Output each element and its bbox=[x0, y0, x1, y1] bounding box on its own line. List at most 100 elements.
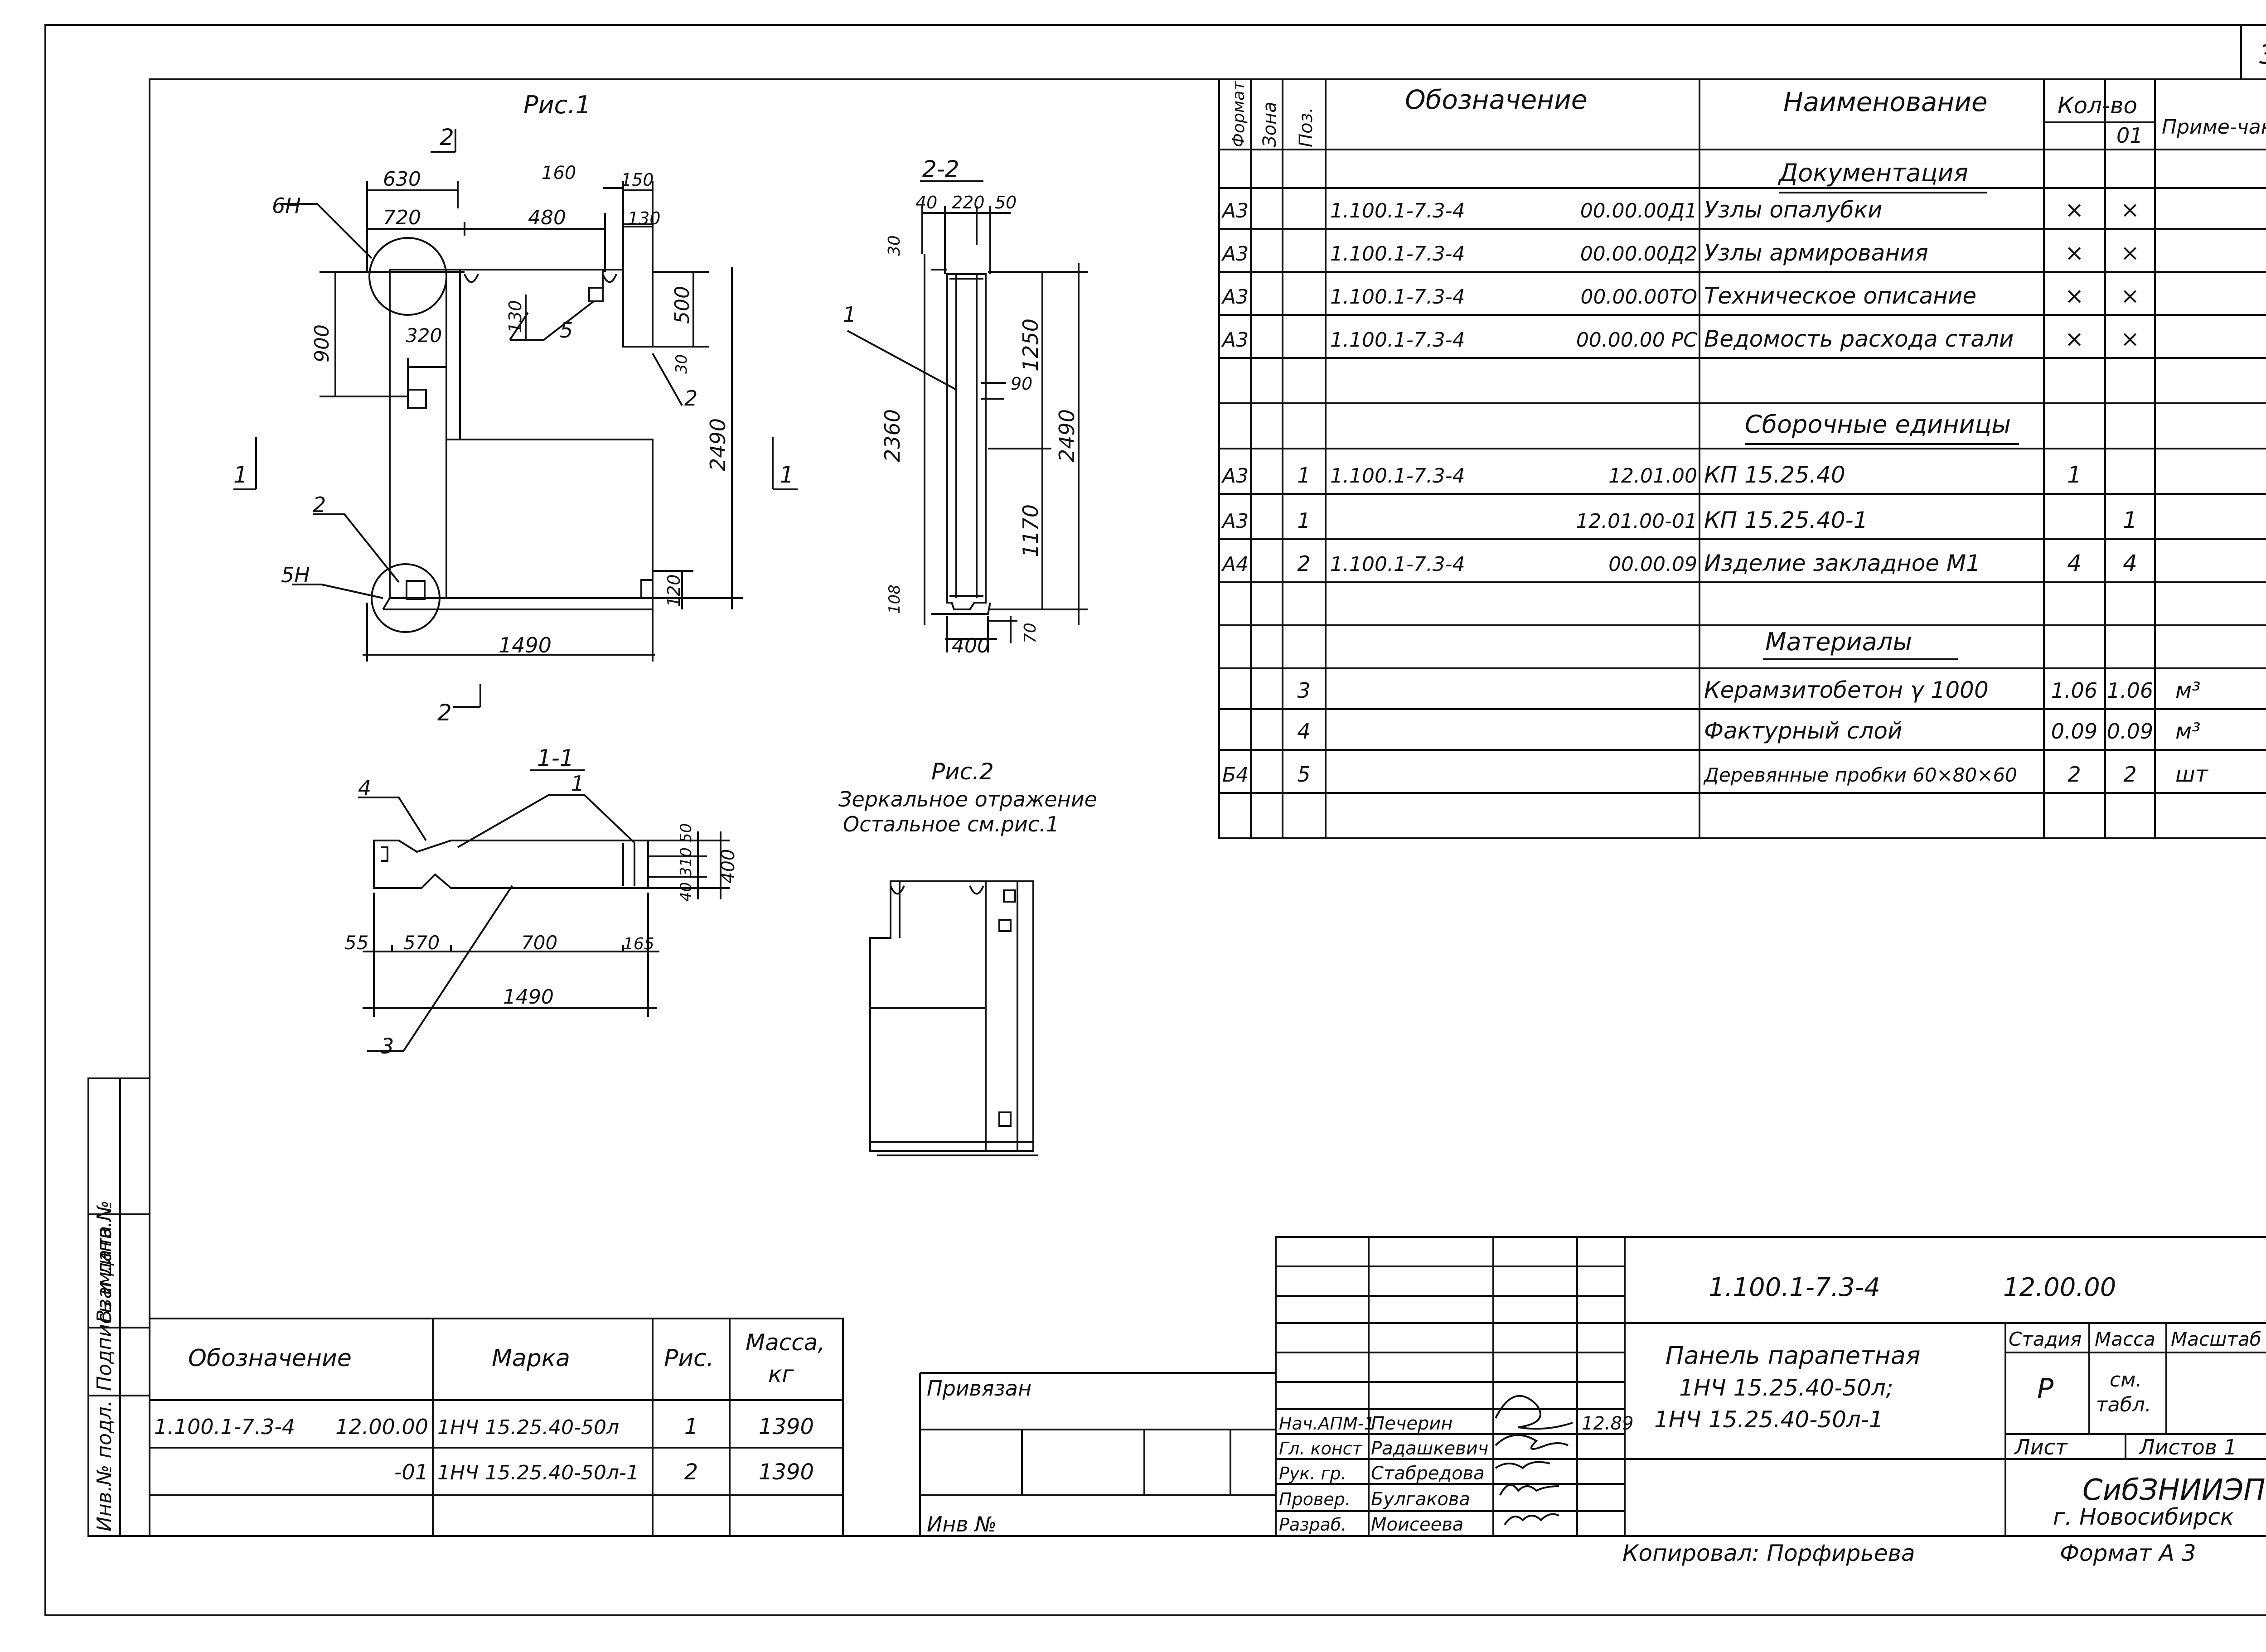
left-strip-grid bbox=[88, 1078, 150, 1536]
sec22-dim-90: 90 bbox=[1011, 374, 1032, 394]
mark-h-mark: Марка bbox=[492, 1345, 570, 1372]
spec-cell-pos: 4 bbox=[1297, 719, 1310, 744]
title-copied: Копировал: Порфирьева bbox=[1622, 1540, 1915, 1566]
spec-cell-num: 00.00.00Д1 bbox=[1580, 199, 1697, 222]
sec22-dim-108: 108 bbox=[886, 584, 904, 614]
spec-cell-qty1: 0.09 bbox=[2051, 719, 2097, 744]
dim-900: 900 bbox=[310, 324, 334, 362]
sec11-dim-310: 310 bbox=[677, 847, 695, 877]
spec-cell-qty1: × bbox=[2065, 197, 2084, 223]
detail-circle-5n bbox=[371, 563, 441, 633]
sec22-dim-1250: 1250 bbox=[1018, 319, 1043, 372]
spec-cell-qty2: 2 bbox=[2123, 762, 2136, 787]
inner-frame bbox=[149, 78, 2266, 1537]
spec-cell-num: 00.00.00 РС bbox=[1576, 328, 1697, 352]
title-name-2: 1НЧ 15.25.40-50л; bbox=[1679, 1375, 1893, 1401]
sec22-dim-400: 400 bbox=[952, 634, 990, 657]
spec-cell-num: 12.01.00-01 bbox=[1576, 510, 1697, 533]
title-org-1: СибЗНИИЭП bbox=[2082, 1473, 2265, 1507]
spec-cell-qty2: 0.09 bbox=[2107, 719, 2153, 744]
spec-h-qty: Кол-во bbox=[2058, 92, 2137, 119]
sec11-label-3: 3 bbox=[381, 1034, 394, 1058]
staff-role: Нач.АПМ-1 bbox=[1279, 1414, 1375, 1434]
inv-repl-label: Взам.инв.№ bbox=[93, 1200, 116, 1323]
sec22-outline bbox=[946, 273, 987, 610]
spec-cell-pos: 3 bbox=[1297, 678, 1310, 703]
spec-cell-name: Деревянные пробки 60×80×60 bbox=[1703, 764, 2017, 786]
spec-table: Формат Зона Поз. Обозначение Наименовани… bbox=[1218, 78, 2266, 839]
dim-500: 500 bbox=[671, 286, 694, 324]
dim-150: 150 bbox=[621, 170, 654, 190]
spec-cell-qty1: 1 bbox=[2067, 462, 2082, 488]
embed-square-3 bbox=[588, 287, 604, 302]
dim-320: 320 bbox=[406, 324, 442, 347]
spec-cell-code: 1.100.1-7.3-4 bbox=[1330, 242, 1465, 266]
sec1-right-label: 1 bbox=[780, 462, 794, 488]
mark-cell-mark: 1НЧ 15.25.40-50л bbox=[437, 1416, 619, 1439]
mark-table-frame bbox=[149, 1318, 844, 1537]
mark-cell-num: 12.00.00 bbox=[335, 1415, 428, 1439]
staff-name: Булгакова bbox=[1371, 1489, 1470, 1510]
spec-cell-num: 00.00.00Д2 bbox=[1580, 242, 1697, 266]
dim-130: 130 bbox=[505, 300, 525, 333]
spec-cell-qty1: × bbox=[2065, 283, 2084, 309]
spec-h-pos: Поз. bbox=[1296, 107, 1317, 147]
mark-cell-num: -01 bbox=[394, 1460, 428, 1484]
title-mass-1: см. bbox=[2110, 1368, 2142, 1391]
signature-1 bbox=[1495, 1395, 1573, 1430]
spec-cell-note: м³ bbox=[2175, 719, 2200, 744]
spec-cell-name: КП 15.25.40 bbox=[1704, 462, 1845, 488]
spec-cell-format: А3 bbox=[1221, 199, 1249, 222]
section-1-left-marker bbox=[233, 437, 257, 490]
signature-2 bbox=[1495, 1434, 1569, 1450]
mark-h-mass-unit: кг bbox=[768, 1361, 794, 1387]
spec-cell-format: А3 bbox=[1221, 328, 1249, 352]
sec11-dim-570: 570 bbox=[403, 932, 440, 954]
spec-cell-code: 1.100.1-7.3-4 bbox=[1330, 285, 1465, 309]
spec-cell-format: А3 bbox=[1221, 285, 1249, 309]
top-right-block bbox=[622, 223, 654, 348]
label-5: 5 bbox=[560, 318, 573, 343]
sheet-number: 33 bbox=[2259, 39, 2266, 70]
title-mass-h: Масса bbox=[2095, 1328, 2155, 1350]
mark-cell-mass: 1390 bbox=[759, 1459, 814, 1485]
spec-h-name: Наименование bbox=[1783, 87, 1988, 117]
staff-name: Моисеева bbox=[1371, 1514, 1463, 1535]
sec22-dim-50: 50 bbox=[995, 193, 1017, 213]
spec-cell-format: А4 bbox=[1221, 553, 1249, 576]
staff-name: Печерин bbox=[1371, 1413, 1453, 1434]
spec-cell-code: 1.100.1-7.3-4 bbox=[1330, 199, 1465, 222]
sec22-dim-2360: 2360 bbox=[880, 409, 905, 462]
spec-cell-name: Техническое описание bbox=[1704, 283, 1976, 309]
spec-section-materials: Материалы bbox=[1765, 628, 1912, 656]
fig2-note2: Остальное см.рис.1 bbox=[843, 812, 1059, 836]
sec2-bottom-label: 2 bbox=[437, 700, 452, 726]
sec22-title: 2-2 bbox=[922, 156, 959, 182]
sec11-outline bbox=[373, 840, 649, 889]
spec-h-designation: Обозначение bbox=[1405, 84, 1587, 115]
mark-cell-code: 1.100.1-7.3-4 bbox=[154, 1415, 295, 1439]
mark-cell-mass: 1390 bbox=[759, 1414, 814, 1439]
spec-cell-name: Керамзитобетон γ 1000 bbox=[1704, 677, 1989, 703]
label-2a: 2 bbox=[313, 493, 326, 517]
title-sheet-h: Лист bbox=[2014, 1435, 2068, 1459]
section-1-1: 1-1 4 1 3 55 570 700 165 1490 50 310 40 … bbox=[344, 745, 739, 1058]
spec-cell-qty1: × bbox=[2065, 240, 2084, 266]
title-doc-code: 1.100.1-7.3-4 bbox=[1709, 1273, 1880, 1302]
spec-cell-pos: 2 bbox=[1297, 551, 1310, 576]
embed-square-1 bbox=[407, 389, 427, 409]
figure-2: Рис.2 Зеркальное отражение Остальное см.… bbox=[838, 758, 1097, 1156]
mark-h-mass: Масса, bbox=[746, 1329, 825, 1356]
staff-role: Гл. конст bbox=[1279, 1439, 1363, 1459]
spec-table-frame bbox=[1218, 78, 2266, 839]
binding-label: Привязан bbox=[927, 1376, 1031, 1401]
spec-cell-qty2: × bbox=[2121, 240, 2140, 266]
signature-5 bbox=[1504, 1513, 1559, 1526]
spec-h-zone: Зона bbox=[1259, 101, 1280, 147]
spec-cell-name: Фактурный слой bbox=[1704, 718, 1902, 744]
spec-cell-code: 1.100.1-7.3-4 bbox=[1330, 328, 1465, 352]
dim-720: 720 bbox=[383, 206, 421, 229]
